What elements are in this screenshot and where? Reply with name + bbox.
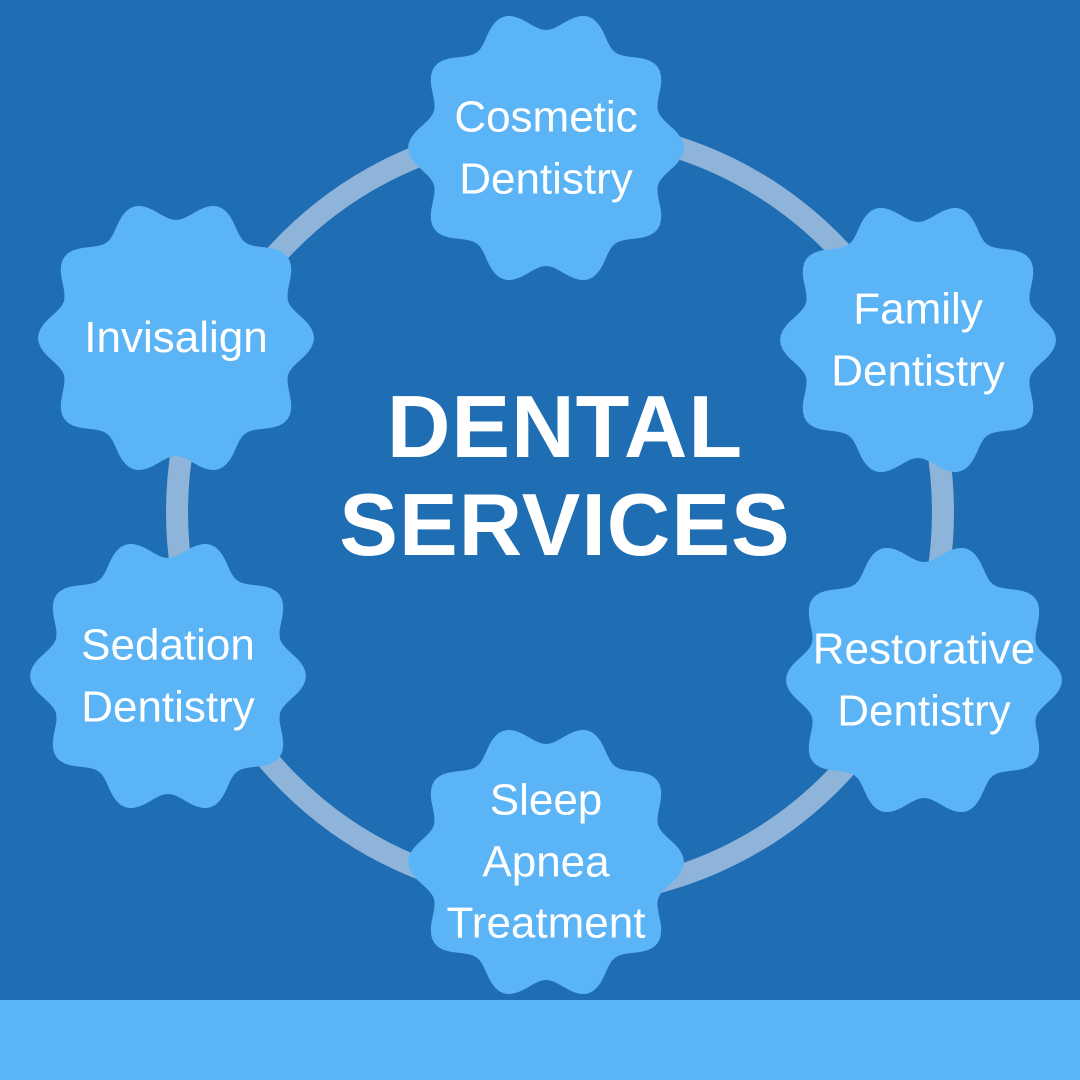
service-label-line: Invisalign (84, 313, 268, 363)
service-node-sedation (30, 543, 306, 809)
service-label-line: Dentistry (831, 346, 1005, 395)
service-label-line: Apnea (482, 837, 610, 887)
service-node-cosmetic (408, 15, 684, 281)
bottom-band (0, 1000, 1080, 1080)
service-node-family (780, 207, 1056, 473)
service-label-line: Restorative (812, 624, 1036, 674)
title-line-2: SERVICES (339, 475, 791, 574)
diagram-title: DENTAL SERVICES (290, 378, 840, 574)
service-label-line: Dentistry (81, 682, 255, 731)
service-node-restorative (786, 547, 1062, 813)
service-nodes (30, 15, 1062, 995)
title-line-1: DENTAL (386, 377, 744, 476)
service-label-line: Sleep (489, 775, 603, 825)
service-label-line: Treatment (446, 898, 646, 948)
service-node-invisalign (38, 205, 314, 471)
service-label-line: Dentistry (837, 686, 1011, 735)
service-label-line: Sedation (81, 620, 255, 670)
service-label-line: Cosmetic (454, 92, 638, 142)
service-label-line: Dentistry (459, 154, 633, 203)
service-node-sleep-apnea (408, 729, 684, 995)
service-label-invisalign: Invisalign (84, 307, 267, 369)
service-label-line: Family (853, 284, 983, 334)
